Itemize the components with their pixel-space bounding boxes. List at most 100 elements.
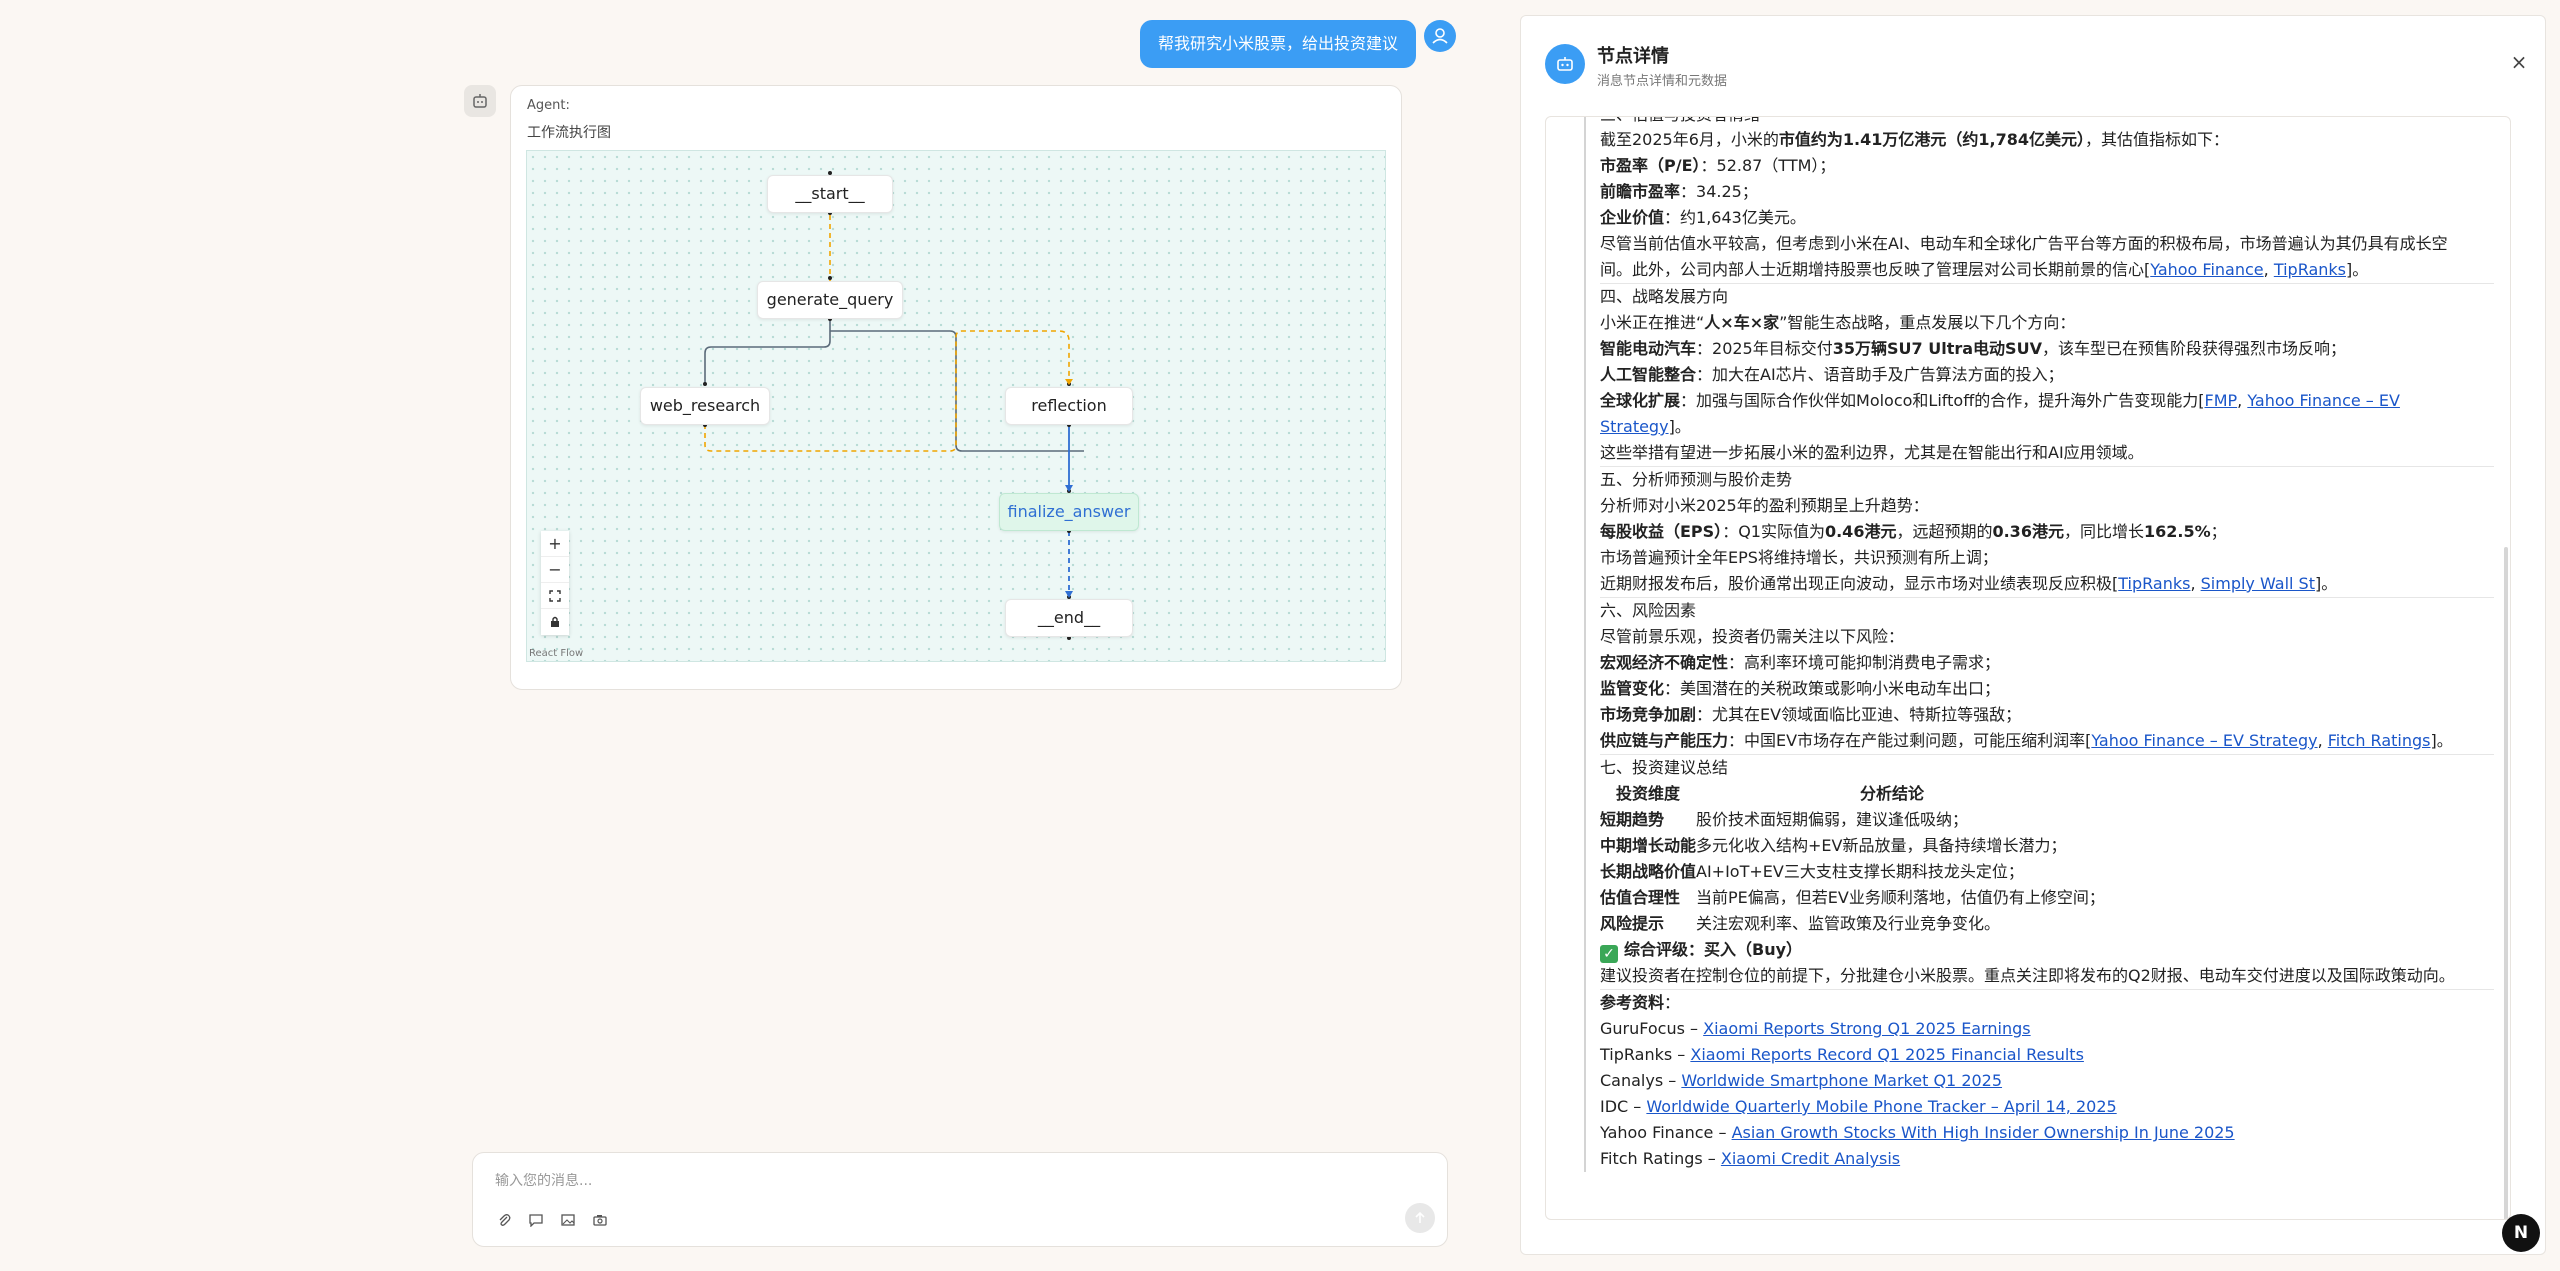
section-4-intro: 小米正在推进“人×车×家”智能生态战略，重点发展以下几个方向： xyxy=(1600,313,2076,332)
camera-button[interactable] xyxy=(591,1211,609,1229)
advice-line: 建议投资者在控制仓位的前提下，分批建仓小米股票。重点关注即将发布的Q2财报、电动… xyxy=(1600,963,2494,990)
edge-generate-split xyxy=(830,330,1084,452)
link-yahoo-ev-strategy-cont[interactable]: Strategy xyxy=(1600,417,1669,436)
section-6-heading: 六、风险因素 xyxy=(1600,601,1697,620)
regulation-risk-line: 监管变化：美国潜在的关税政策或影响小米电动车出口； xyxy=(1600,679,2001,698)
agent-label: Agent: xyxy=(527,98,570,113)
forward-pe-line: 前瞻市盈率：34.25； xyxy=(1600,182,1758,201)
eps-line: 每股收益（EPS）：Q1实际值为0.46港元，远超预期的0.36港元，同比增长1… xyxy=(1600,522,2227,541)
reference-link[interactable]: Asian Growth Stocks With High Insider Ow… xyxy=(1731,1123,2235,1142)
lock-button[interactable] xyxy=(541,609,569,635)
ev-car-line: 智能电动汽车：2025年目标交付35万辆SU7 Ultra电动SUV，该车型已在… xyxy=(1600,339,2346,358)
node-start[interactable]: __start__ xyxy=(767,175,893,213)
image-button[interactable] xyxy=(559,1211,577,1229)
image-icon xyxy=(561,1214,575,1226)
edge-web-reflection xyxy=(704,330,1070,452)
reference-link[interactable]: Xiaomi Credit Analysis xyxy=(1720,1149,1901,1168)
node-end[interactable]: __end__ xyxy=(1005,599,1133,637)
link-tipranks-2[interactable]: TipRanks xyxy=(2118,574,2191,593)
bot-icon xyxy=(1557,57,1573,71)
send-button[interactable] xyxy=(1405,1203,1435,1233)
link-yahoo-ev-strategy[interactable]: Yahoo Finance – EV xyxy=(2247,391,2400,410)
reference-item: Fitch Ratings – Xiaomi Credit Analysis xyxy=(1600,1149,1901,1168)
table-row: 风险提示关注宏观利率、监管政策及行业竞争变化。 xyxy=(1600,914,2001,933)
user-message-bubble: 帮我研究小米股票，给出投资建议 xyxy=(1140,20,1417,68)
arrow-up-icon xyxy=(1415,1211,1425,1223)
agent-message-card: Agent: 工作流执行图 __start__ generate_query w… xyxy=(510,85,1402,690)
macro-risk-line: 宏观经济不确定性：高利率环境可能抑制消费电子需求； xyxy=(1600,653,2001,672)
node-finalize-answer[interactable]: finalize_answer xyxy=(999,493,1139,531)
attach-button[interactable] xyxy=(495,1211,513,1229)
node-generate-query[interactable]: generate_query xyxy=(757,281,903,319)
input-toolbar xyxy=(495,1211,609,1229)
minus-icon: − xyxy=(548,560,562,579)
link-yahoo-ev-strategy-2[interactable]: Yahoo Finance – EV Strategy xyxy=(2091,731,2318,750)
fit-view-button[interactable] xyxy=(541,583,569,609)
cut-heading: 三、估值与投资者情绪 xyxy=(1600,117,2494,127)
reference-link[interactable]: Worldwide Quarterly Mobile Phone Tracker… xyxy=(1646,1097,2117,1116)
valuation-intro: 截至2025年6月，小米的市值约为1.41万亿港元（约1,784亿美元），其估值… xyxy=(1600,130,2230,149)
section-5-line-2: 市场普遍预计全年EPS将维持增长，共识预测有所上调； xyxy=(1600,548,1998,567)
section-4-heading: 四、战略发展方向 xyxy=(1600,287,1729,306)
panel-subtitle: 消息节点详情和元数据 xyxy=(1597,74,1728,89)
supply-risk-line: 供应链与产能压力：中国EV市场存在产能过剩问题，可能压缩利润率[Yahoo Fi… xyxy=(1600,728,2494,755)
link-tipranks[interactable]: TipRanks xyxy=(2273,260,2347,279)
close-button[interactable]: × xyxy=(2503,46,2535,78)
message-input[interactable] xyxy=(495,1173,1395,1189)
reference-item: GuruFocus – Xiaomi Reports Strong Q1 202… xyxy=(1600,1019,2031,1038)
corner-badge[interactable]: N xyxy=(2502,1214,2540,1252)
chat-input-box xyxy=(472,1152,1448,1247)
link-simply-wall-st[interactable]: Simply Wall St xyxy=(2200,574,2315,593)
workflow-graph[interactable]: __start__ generate_query web_research re… xyxy=(526,150,1386,662)
camera-icon xyxy=(593,1215,607,1226)
scrollbar[interactable] xyxy=(2504,547,2508,1219)
node-reflection[interactable]: reflection xyxy=(1005,387,1133,425)
reference-item: IDC – Worldwide Quarterly Mobile Phone T… xyxy=(1600,1097,2117,1116)
ev-line: 企业价值：约1,643亿美元。 xyxy=(1600,208,1806,227)
pe-line: 市盈率（P/E）：52.87（TTM）； xyxy=(1600,156,1836,175)
reference-item: Yahoo Finance – Asian Growth Stocks With… xyxy=(1600,1123,2235,1142)
sentiment-line-1: 尽管当前估值水平较高，但考虑到小米在AI、电动车和全球化广告平台等方面的积极布局… xyxy=(1600,234,2448,253)
section-6-intro: 尽管前景乐观，投资者仍需关注以下风险： xyxy=(1600,627,1905,646)
reference-link[interactable]: Xiaomi Reports Record Q1 2025 Financial … xyxy=(1690,1045,2084,1064)
section-5-line-3: 近期财报发布后，股价通常出现正向波动，显示市场对业绩表现反应积极[TipRank… xyxy=(1600,571,2494,598)
section-4-note: 这些举措有望进一步拓展小米的盈利边界，尤其是在智能出行和AI应用领域。 xyxy=(1600,440,2494,467)
user-icon xyxy=(1432,28,1448,44)
references-heading: 参考资料： xyxy=(1600,993,1681,1012)
summary-table-header: 投资维度分析结论 xyxy=(1616,784,1925,803)
section-5-heading: 五、分析师预测与股价走势 xyxy=(1600,470,1793,489)
link-fmp[interactable]: FMP xyxy=(2204,391,2238,410)
section-7-heading: 七、投资建议总结 xyxy=(1600,758,1729,777)
sentiment-line-2: 间。此外，公司内部人士近期增持股票也反映了管理层对公司长期前景的信心[Yahoo… xyxy=(1600,257,2494,284)
link-yahoo-finance[interactable]: Yahoo Finance xyxy=(2150,260,2264,279)
section-5-intro: 分析师对小米2025年的盈利预期呈上升趋势： xyxy=(1600,496,1929,515)
panel-avatar xyxy=(1545,44,1585,84)
reference-item: TipRanks – Xiaomi Reports Record Q1 2025… xyxy=(1600,1045,2084,1064)
workflow-graph-title: 工作流执行图 xyxy=(527,125,611,141)
competition-risk-line: 市场竞争加剧：尤其在EV领域面临比亚迪、特斯拉等强敌； xyxy=(1600,705,2022,724)
table-row: 估值合理性当前PE偏高，但若EV业务顺利落地，估值仍有上修空间； xyxy=(1600,888,2105,907)
node-web-research[interactable]: web_research xyxy=(640,387,770,425)
user-avatar xyxy=(1424,20,1456,52)
comment-button[interactable] xyxy=(527,1211,545,1229)
graph-edges xyxy=(703,171,1084,640)
check-icon: ✓ xyxy=(1600,945,1618,963)
table-row: 短期趋势股价技术面短期偏弱，建议逢低吸纳； xyxy=(1600,810,1969,829)
link-fitch-ratings[interactable]: Fitch Ratings xyxy=(2327,731,2431,750)
reference-link[interactable]: Worldwide Smartphone Market Q1 2025 xyxy=(1681,1071,2003,1090)
node-detail-panel: 节点详情 消息节点详情和元数据 × 三、估值与投资者情绪 截至2025年6月，小… xyxy=(1520,15,2546,1255)
message-icon xyxy=(529,1214,543,1227)
paperclip-icon xyxy=(499,1214,511,1226)
detail-content-scroll[interactable]: 三、估值与投资者情绪 截至2025年6月，小米的市值约为1.41万亿港元（约1,… xyxy=(1545,116,2511,1220)
reference-item: Canalys – Worldwide Smartphone Market Q1… xyxy=(1600,1071,2003,1090)
table-row: 中期增长动能多元化收入结构+EV新品放量，具备持续增长潜力； xyxy=(1600,836,2067,855)
global-line: 全球化扩展：加强与国际合作伙伴如Moloco和Liftoff的合作，提升海外广告… xyxy=(1600,391,2400,410)
zoom-out-button[interactable]: − xyxy=(541,557,569,583)
detail-content: 三、估值与投资者情绪 截至2025年6月，小米的市值约为1.41万亿港元（约1,… xyxy=(1584,117,2494,1172)
react-flow-attribution[interactable]: React Flow xyxy=(529,648,584,659)
rating-line: ✓综合评级：买入（Buy） xyxy=(1600,937,2494,963)
global-line-cont: Strategy]。 xyxy=(1600,417,1691,436)
zoom-in-button[interactable]: + xyxy=(541,531,569,557)
reference-link[interactable]: Xiaomi Reports Strong Q1 2025 Earnings xyxy=(1703,1019,2031,1038)
ai-line: 人工智能整合：加大在AI芯片、语音助手及广告算法方面的投入； xyxy=(1600,365,2064,384)
